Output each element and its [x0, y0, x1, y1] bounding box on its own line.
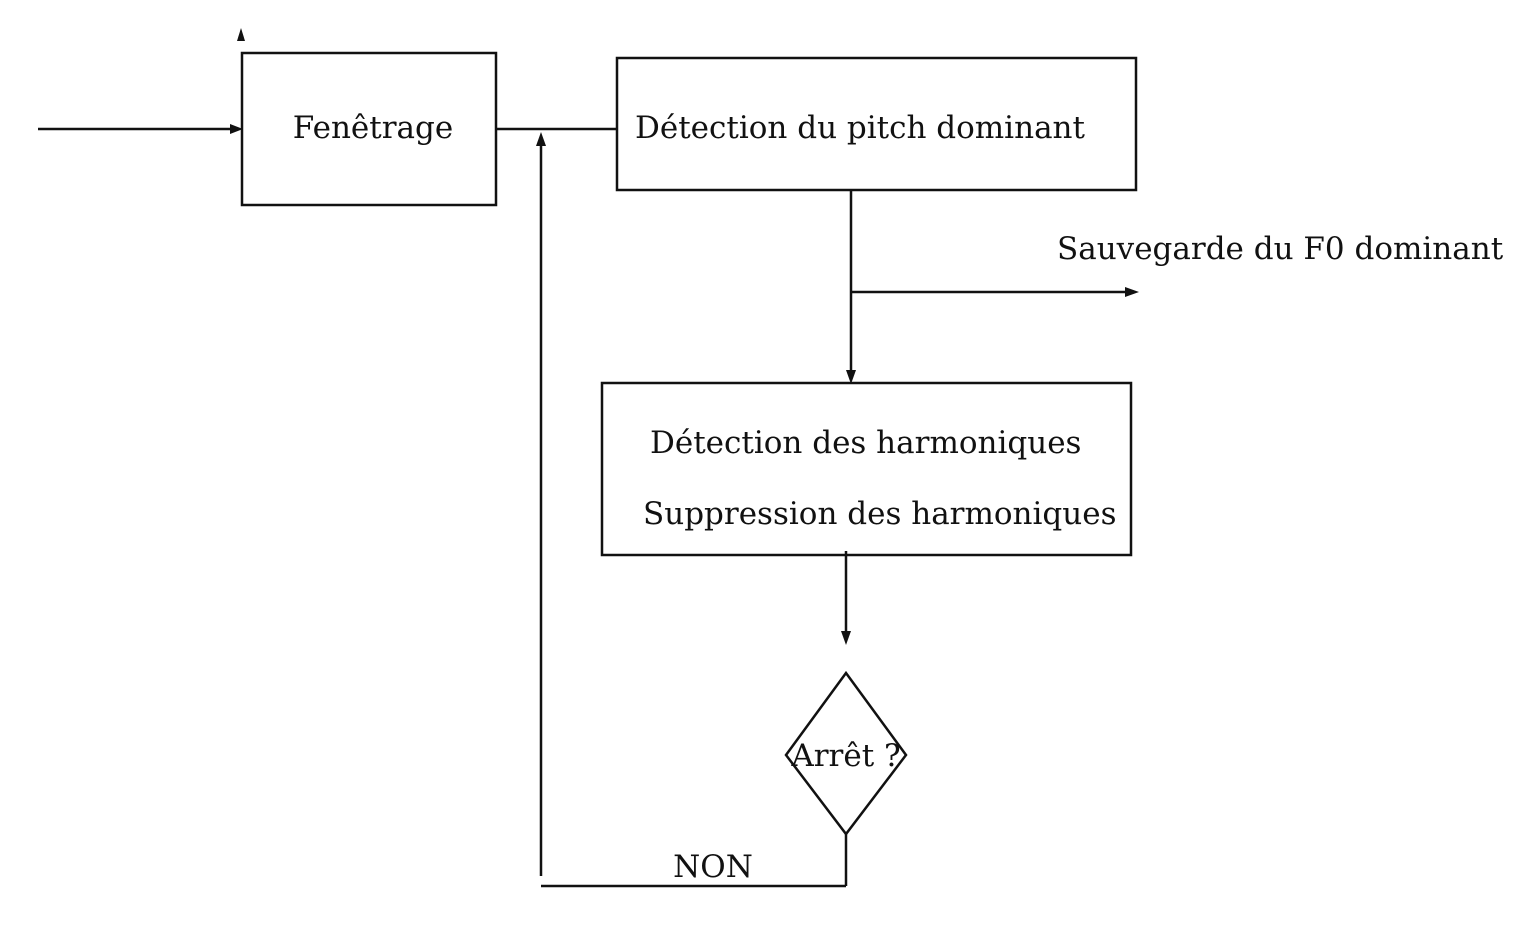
input-arrowhead — [230, 124, 243, 134]
stop-decision-label: Arrêt ? — [790, 738, 900, 774]
harmonics-to-decision-arrowhead — [841, 631, 851, 645]
save-output-label: Sauvegarde du F0 dominant — [1057, 231, 1504, 267]
harmonics-box — [600, 381, 1133, 557]
top-marker-arrowhead — [237, 28, 245, 41]
harmonics-label-line2: Suppression des harmoniques — [643, 496, 1117, 532]
pitch-detection-box — [615, 56, 1138, 192]
loop-back-label: NON — [673, 849, 753, 885]
loop-back-arrowhead — [536, 132, 546, 146]
save-output-arrowhead — [1125, 287, 1139, 297]
pitch-to-harmonics-arrowhead — [846, 370, 856, 384]
harmonics-label-line1: Détection des harmoniques — [650, 425, 1081, 461]
windowing-label: Fenêtrage — [293, 110, 453, 146]
pitch-detection-label: Détection du pitch dominant — [635, 110, 1086, 146]
